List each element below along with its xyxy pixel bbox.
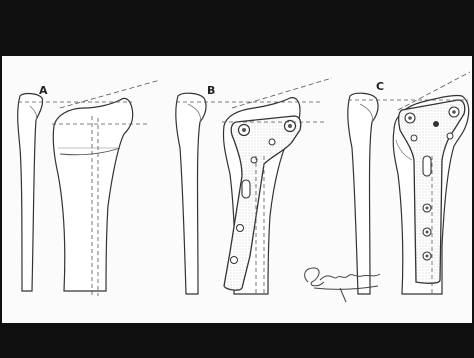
panel-a: A: [18, 80, 160, 296]
screw-hole-b-1: [269, 139, 275, 145]
screw-hole-b-3: [237, 225, 244, 232]
letterbox-top: [0, 0, 474, 56]
panel-label-c: C: [376, 80, 384, 93]
panel-c: C: [348, 72, 470, 294]
panel-label-b: B: [207, 84, 215, 97]
panel-b: B: [176, 78, 332, 296]
illustration-panel: A B: [2, 56, 472, 323]
screw-hole-b-4: [231, 257, 238, 264]
panel-label-a: A: [39, 84, 48, 97]
ulna-c: [348, 93, 378, 294]
screw-hole-c-1: [433, 121, 439, 127]
plate-slot-c: [423, 156, 431, 176]
ulna-a: [18, 94, 43, 291]
plate-slot-b: [242, 180, 250, 198]
radius-a: [53, 98, 133, 291]
screw-hole-c-2: [411, 135, 417, 141]
forearm-fixation-illustration: A B: [2, 56, 472, 323]
ulna-b: [176, 93, 206, 294]
letterbox-bottom: [0, 323, 474, 358]
screw-hole-c-3: [447, 133, 453, 139]
